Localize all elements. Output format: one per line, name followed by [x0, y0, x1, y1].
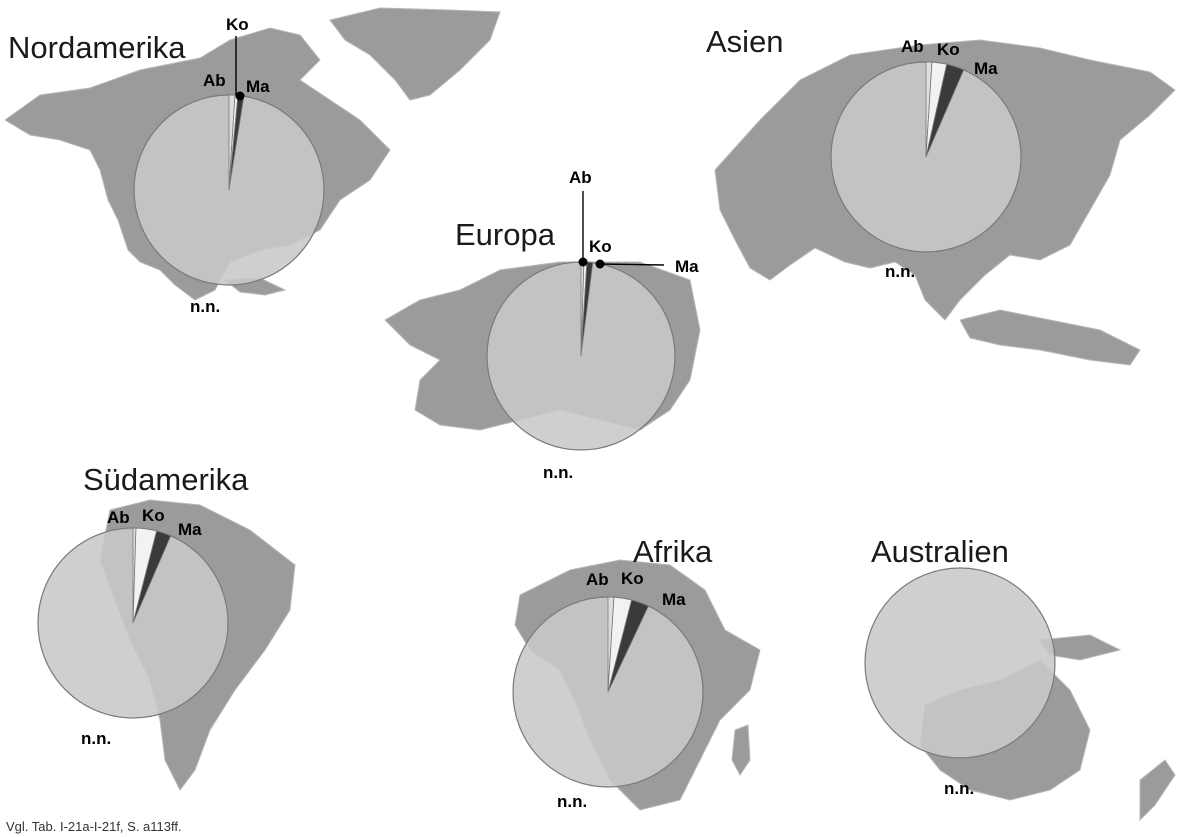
- title-afrika: Afrika: [633, 534, 713, 569]
- label-asien-nn: n.n.: [885, 262, 915, 281]
- label-afrika-ko: Ko: [621, 569, 644, 588]
- dot-europa-ab: [578, 257, 588, 267]
- label-europa-ko: Ko: [589, 237, 612, 256]
- label-afrika-ab: Ab: [586, 570, 609, 589]
- label-europa-ma: Ma: [675, 257, 699, 276]
- label-nordamerika-ab: Ab: [203, 71, 226, 90]
- map-southeast-asia-islands: [959, 309, 1141, 366]
- label-australien-nn: n.n.: [944, 779, 974, 798]
- pie-1-slice-ma: [925, 63, 965, 158]
- map-new-zealand: [1139, 759, 1176, 822]
- label-europa-nn: n.n.: [543, 463, 573, 482]
- map-madagascar: [731, 724, 751, 776]
- title-asien: Asien: [706, 24, 784, 59]
- source-footnote: Vgl. Tab. I-21a-I-21f, S. a113ff.: [6, 819, 182, 834]
- label-nordamerika-nn: n.n.: [190, 297, 220, 316]
- label-asien-ma: Ma: [974, 59, 998, 78]
- label-afrika-ma: Ma: [662, 590, 686, 609]
- label-asien-ab: Ab: [901, 37, 924, 56]
- label-afrika-nn: n.n.: [557, 792, 587, 811]
- label-suedamerika-nn: n.n.: [81, 729, 111, 748]
- pie-charts: [37, 61, 1056, 788]
- label-suedamerika-ab: Ab: [107, 508, 130, 527]
- leader-lines: [235, 36, 665, 269]
- pie-4-slice-ma: [607, 599, 649, 693]
- title-suedamerika: Südamerika: [83, 462, 249, 497]
- label-asien-ko: Ko: [937, 40, 960, 59]
- pie-5-base: [864, 567, 1056, 759]
- label-suedamerika-ma: Ma: [178, 520, 202, 539]
- leader-europa-ma: [599, 263, 665, 266]
- pie-3-slice-ma: [132, 530, 172, 624]
- dot-nordamerika-ma: [235, 91, 245, 101]
- label-nordamerika-ma: Ma: [246, 77, 270, 96]
- title-nordamerika: Nordamerika: [8, 30, 186, 65]
- title-australien: Australien: [871, 534, 1009, 569]
- label-suedamerika-ko: Ko: [142, 506, 165, 525]
- title-europa: Europa: [455, 217, 556, 252]
- label-europa-ab: Ab: [569, 168, 592, 187]
- label-nordamerika-ko: Ko: [226, 15, 249, 34]
- map-greenland: [329, 7, 501, 101]
